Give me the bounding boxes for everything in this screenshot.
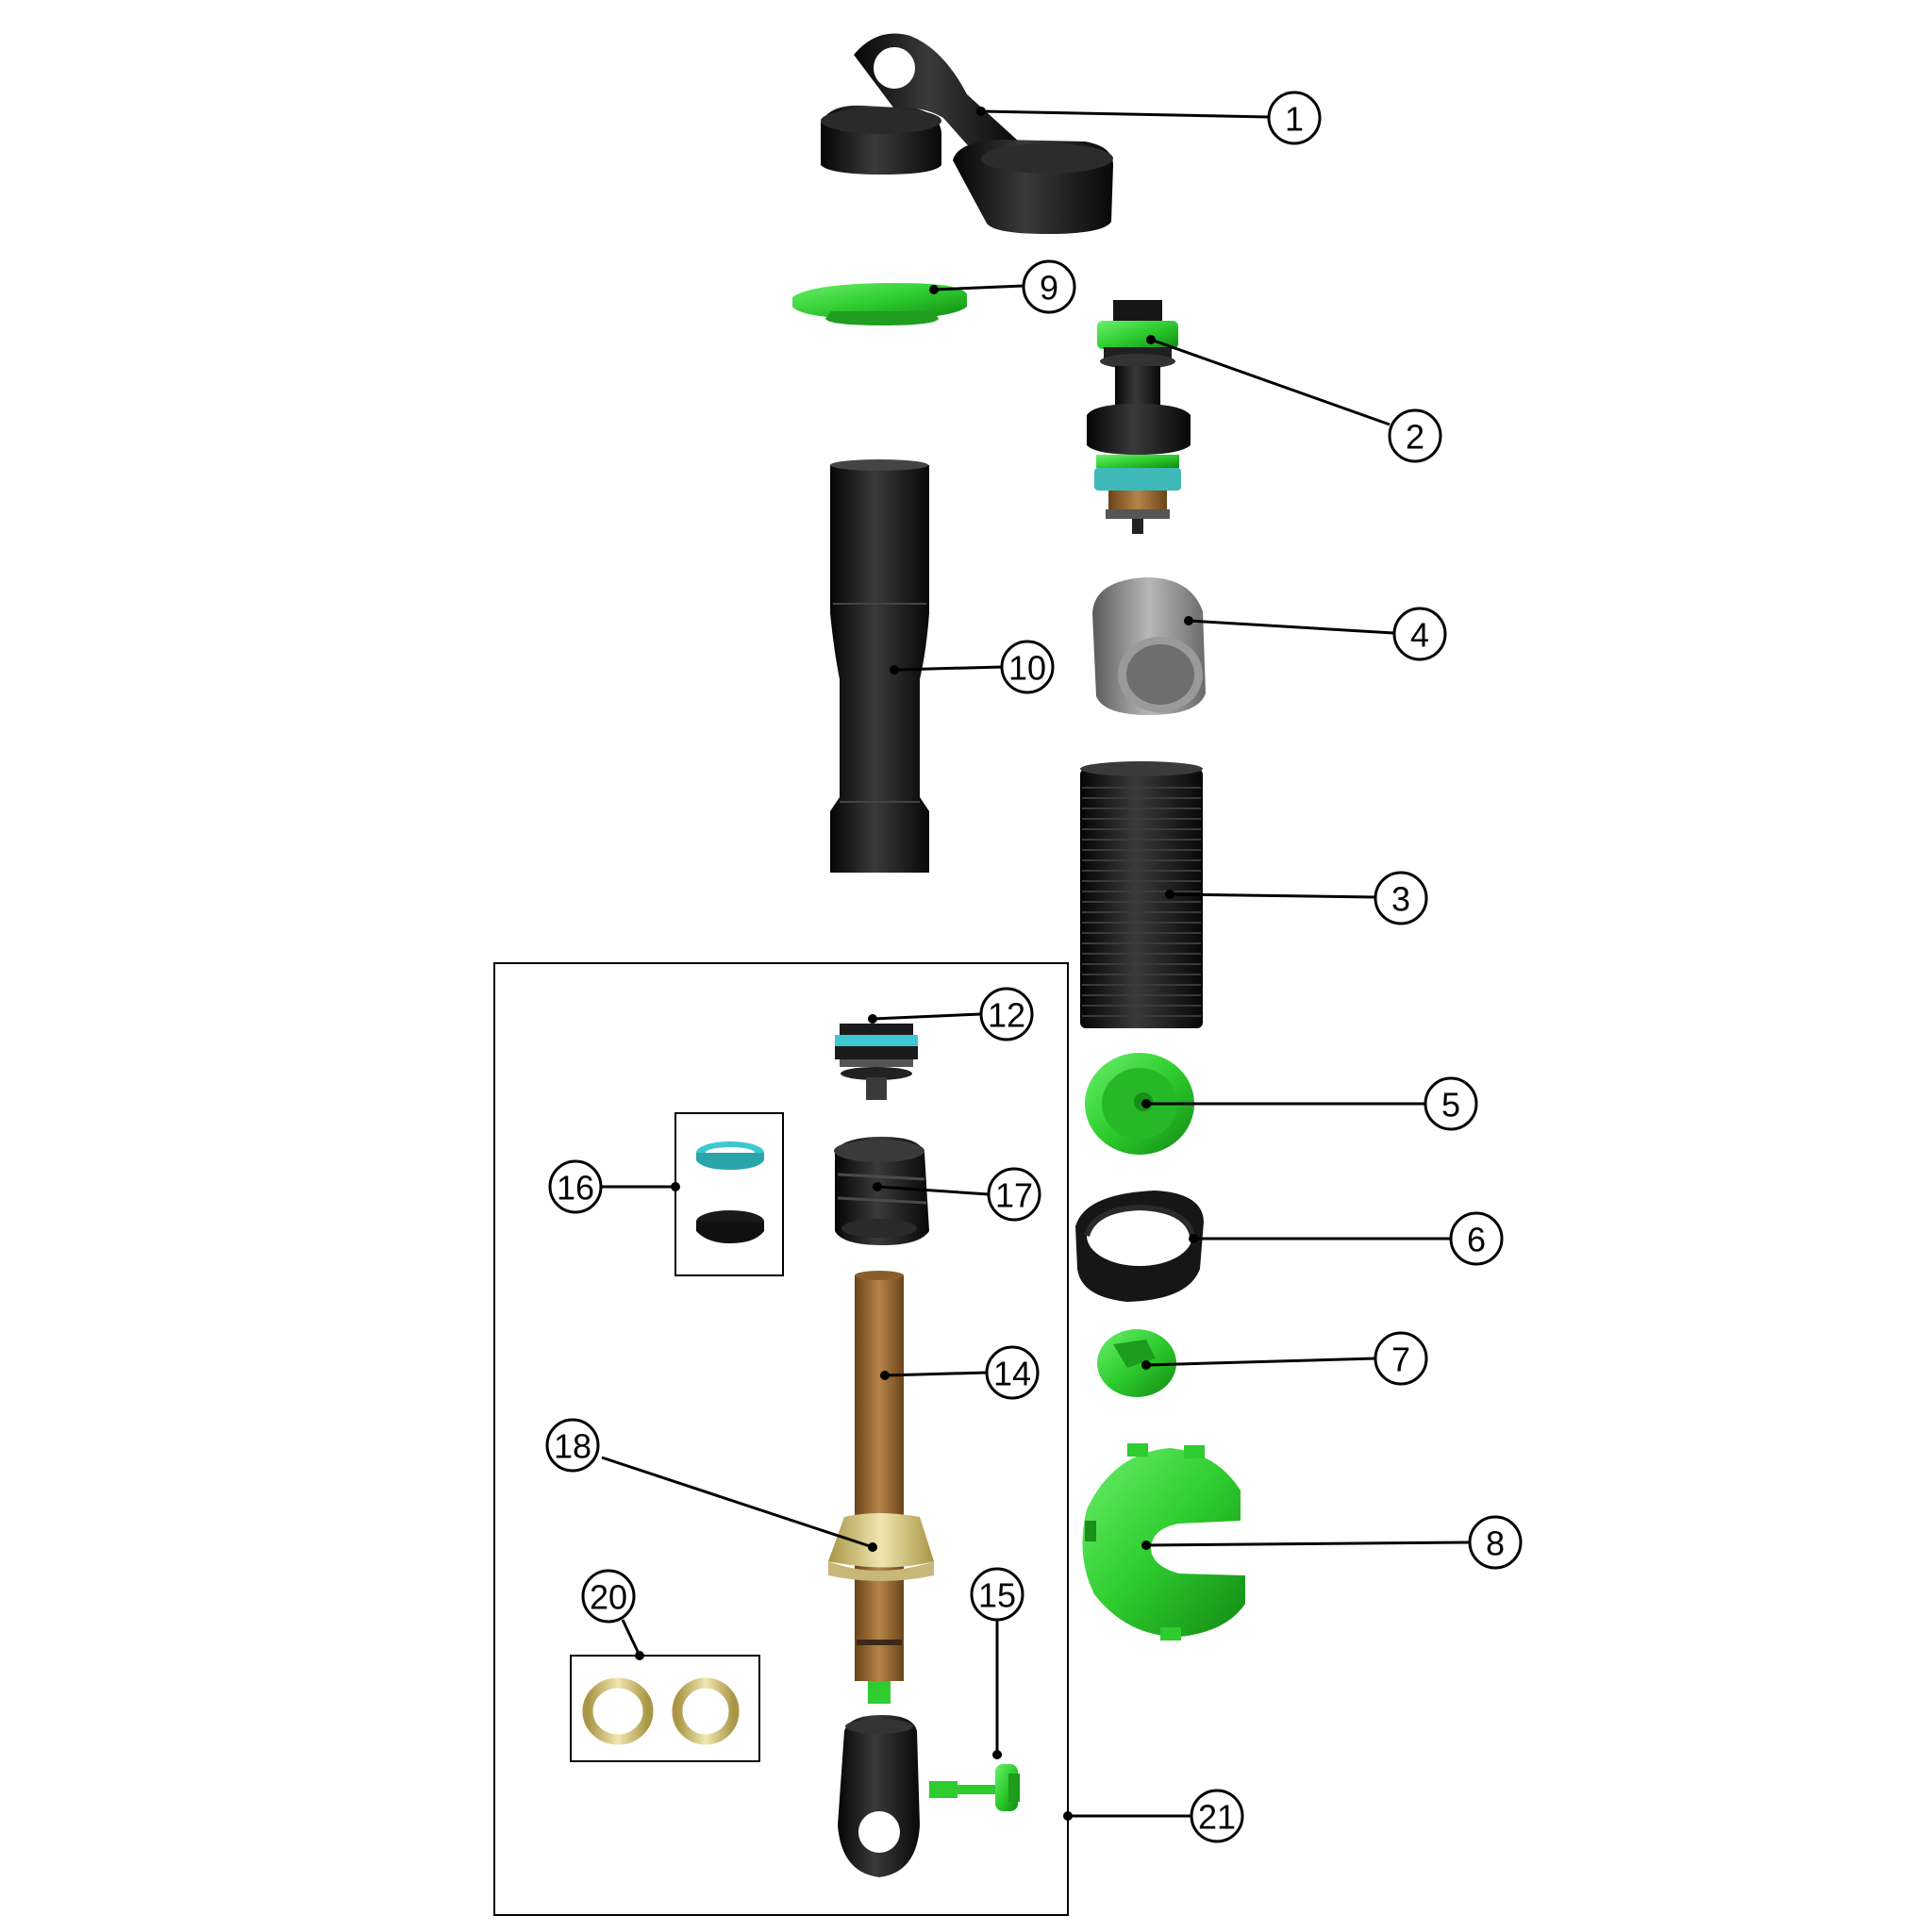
- callout-12-label: 12: [988, 996, 1025, 1035]
- leader-3: [1169, 892, 1375, 899]
- part-8-castle-nut: [1082, 1443, 1245, 1641]
- callout-3: 3: [1374, 871, 1428, 925]
- callout-18-label: 18: [554, 1427, 591, 1466]
- callout-5-label: 5: [1441, 1086, 1460, 1124]
- part-15-valve: [929, 1764, 1020, 1811]
- callout-1: 1: [1267, 91, 1322, 145]
- callout-10-label: 10: [1008, 649, 1046, 688]
- leader-lines: [599, 109, 1471, 1818]
- leader-10: [893, 665, 1003, 672]
- callout-4-label: 4: [1410, 616, 1429, 655]
- callout-7: 7: [1374, 1331, 1428, 1386]
- callout-14: 14: [985, 1345, 1040, 1400]
- leader-dots: [635, 107, 1198, 1821]
- callout-6: 6: [1449, 1211, 1504, 1266]
- callout-20-label: 20: [590, 1578, 627, 1617]
- callout-17-label: 17: [995, 1176, 1033, 1215]
- leader-17: [876, 1185, 990, 1196]
- part-4-silver-sleeve: [1092, 577, 1206, 715]
- callout-21: 21: [1190, 1789, 1244, 1843]
- callout-2: 2: [1388, 408, 1442, 463]
- callout-6-label: 6: [1467, 1221, 1486, 1259]
- part-14-damper-shaft: [855, 1271, 904, 1704]
- callout-10: 10: [1000, 640, 1055, 694]
- callout-5: 5: [1424, 1076, 1478, 1131]
- part-9-green-plate: [792, 283, 967, 325]
- callout-1-label: 1: [1285, 100, 1304, 139]
- callout-2-label: 2: [1406, 418, 1424, 457]
- callout-8-label: 8: [1486, 1524, 1505, 1563]
- callout-9-label: 9: [1040, 269, 1058, 308]
- callout-15-label: 15: [978, 1576, 1016, 1615]
- leader-1: [980, 109, 1270, 119]
- part-2-damper-cartridge: [1087, 300, 1191, 534]
- part-18-bottom-out-bumper: [828, 1513, 934, 1581]
- leader-2: [1150, 338, 1391, 426]
- callout-4: 4: [1392, 607, 1447, 661]
- leader-8: [1145, 1541, 1471, 1547]
- leader-20: [621, 1619, 641, 1657]
- callout-7-label: 7: [1391, 1341, 1410, 1379]
- leader-18: [601, 1456, 874, 1549]
- leader-14: [884, 1371, 988, 1377]
- callouts: 1 2 3 4 5 6 7 8: [545, 91, 1523, 1843]
- part-16-seal-kit: [675, 1112, 784, 1276]
- part-6-black-ring: [1075, 1191, 1204, 1302]
- callout-3-label: 3: [1391, 880, 1410, 919]
- callout-12: 12: [979, 987, 1034, 1041]
- callout-16-label: 16: [557, 1169, 594, 1208]
- part-20-washers: [570, 1655, 760, 1762]
- part-3-ribbed-sleeve: [1080, 761, 1203, 1028]
- part-10-air-sleeve: [830, 459, 929, 873]
- part-1-shock-head: [821, 33, 1113, 234]
- callout-17: 17: [987, 1167, 1041, 1222]
- part-5-green-piston: [1085, 1053, 1194, 1155]
- callout-20: 20: [581, 1569, 636, 1624]
- leader-12: [872, 1012, 982, 1021]
- leader-7: [1145, 1357, 1376, 1367]
- leader-4: [1188, 619, 1394, 635]
- callout-14-label: 14: [993, 1355, 1031, 1393]
- callout-8: 8: [1468, 1515, 1523, 1570]
- callout-9: 9: [1022, 259, 1076, 314]
- part-17-seal-head: [834, 1137, 929, 1245]
- assembly-21-frame: [493, 962, 1069, 1916]
- callout-21-label: 21: [1198, 1798, 1236, 1837]
- part-12-main-piston: [835, 1024, 918, 1100]
- callout-16: 16: [548, 1159, 603, 1214]
- callout-18: 18: [545, 1418, 600, 1473]
- lower-eyelet: [838, 1715, 920, 1877]
- leader-9: [933, 284, 1024, 291]
- callout-15: 15: [970, 1567, 1024, 1622]
